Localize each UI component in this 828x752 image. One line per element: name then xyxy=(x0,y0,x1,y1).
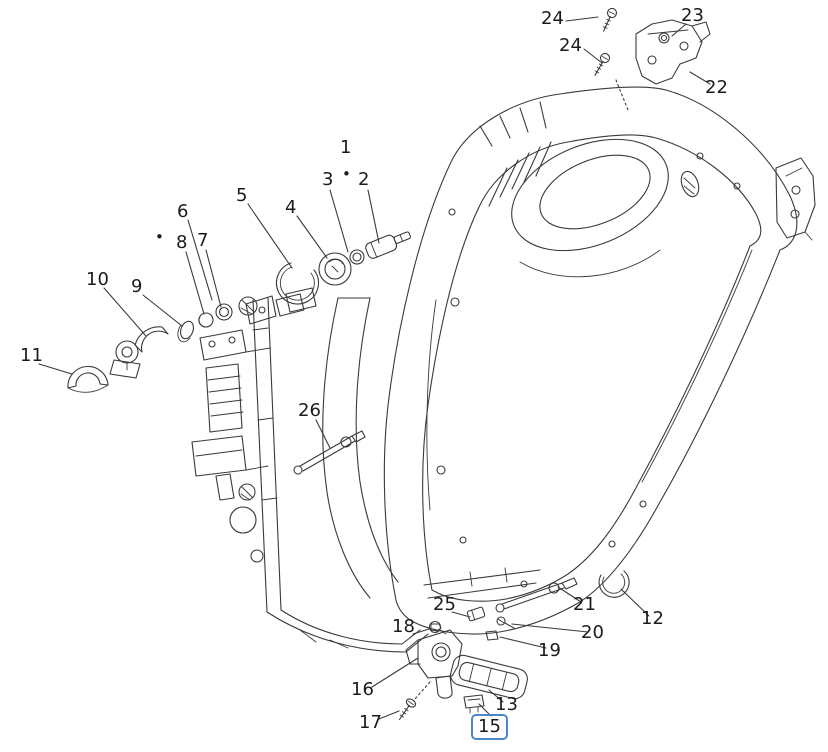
leader-lines xyxy=(38,16,711,720)
callout-26[interactable]: 26 xyxy=(298,400,321,421)
callout-23[interactable]: 23 xyxy=(681,5,704,26)
callout-25[interactable]: 25 xyxy=(433,594,456,615)
frame-body xyxy=(383,86,798,635)
screw-24-lower xyxy=(594,52,611,76)
callout-9[interactable]: 9 xyxy=(131,276,143,297)
hatching xyxy=(479,101,552,207)
callout-19[interactable]: 19 xyxy=(538,640,561,661)
callout-15-selected[interactable]: 15 xyxy=(471,714,508,740)
callout-13[interactable]: 13 xyxy=(495,694,518,715)
callout-4[interactable]: 4 xyxy=(285,197,297,218)
screw-24-top xyxy=(602,7,618,32)
callout-7[interactable]: 7 xyxy=(197,230,209,251)
alignment-dotted-lines xyxy=(413,79,629,701)
latch-parts xyxy=(67,296,258,393)
bullet-marker-2: • xyxy=(155,228,164,246)
callout-3[interactable]: 3 xyxy=(322,169,334,190)
front-frame xyxy=(191,293,429,653)
side-oval-detail xyxy=(680,170,700,198)
cover-13 xyxy=(450,654,528,700)
callout-18[interactable]: 18 xyxy=(392,616,415,637)
callout-22[interactable]: 22 xyxy=(705,77,728,98)
callout-21[interactable]: 21 xyxy=(573,594,596,615)
bullet-marker-1: • xyxy=(342,165,351,183)
callout-17[interactable]: 17 xyxy=(359,712,382,733)
rod-26 xyxy=(293,430,366,475)
callout-12[interactable]: 12 xyxy=(641,608,664,629)
lock-bracket-16 xyxy=(405,629,463,699)
right-bracket xyxy=(775,157,816,241)
callout-2[interactable]: 2 xyxy=(358,169,370,190)
screw-17 xyxy=(398,698,417,720)
callout-5[interactable]: 5 xyxy=(236,185,248,206)
top-bracket-22 xyxy=(594,7,711,85)
callout-20[interactable]: 20 xyxy=(581,622,604,643)
callout-16[interactable]: 16 xyxy=(351,679,374,700)
callout-8[interactable]: 8 xyxy=(176,232,188,253)
callout-24-lower[interactable]: 24 xyxy=(559,35,582,56)
callout-11[interactable]: 11 xyxy=(20,345,43,366)
callout-1[interactable]: 1 xyxy=(340,137,352,158)
callout-24-top[interactable]: 24 xyxy=(541,8,564,29)
lock-assembly xyxy=(275,231,411,313)
clip-15 xyxy=(463,694,485,714)
callout-6[interactable]: 6 xyxy=(177,201,189,222)
callout-10[interactable]: 10 xyxy=(86,269,109,290)
c-clip-12 xyxy=(598,570,630,598)
